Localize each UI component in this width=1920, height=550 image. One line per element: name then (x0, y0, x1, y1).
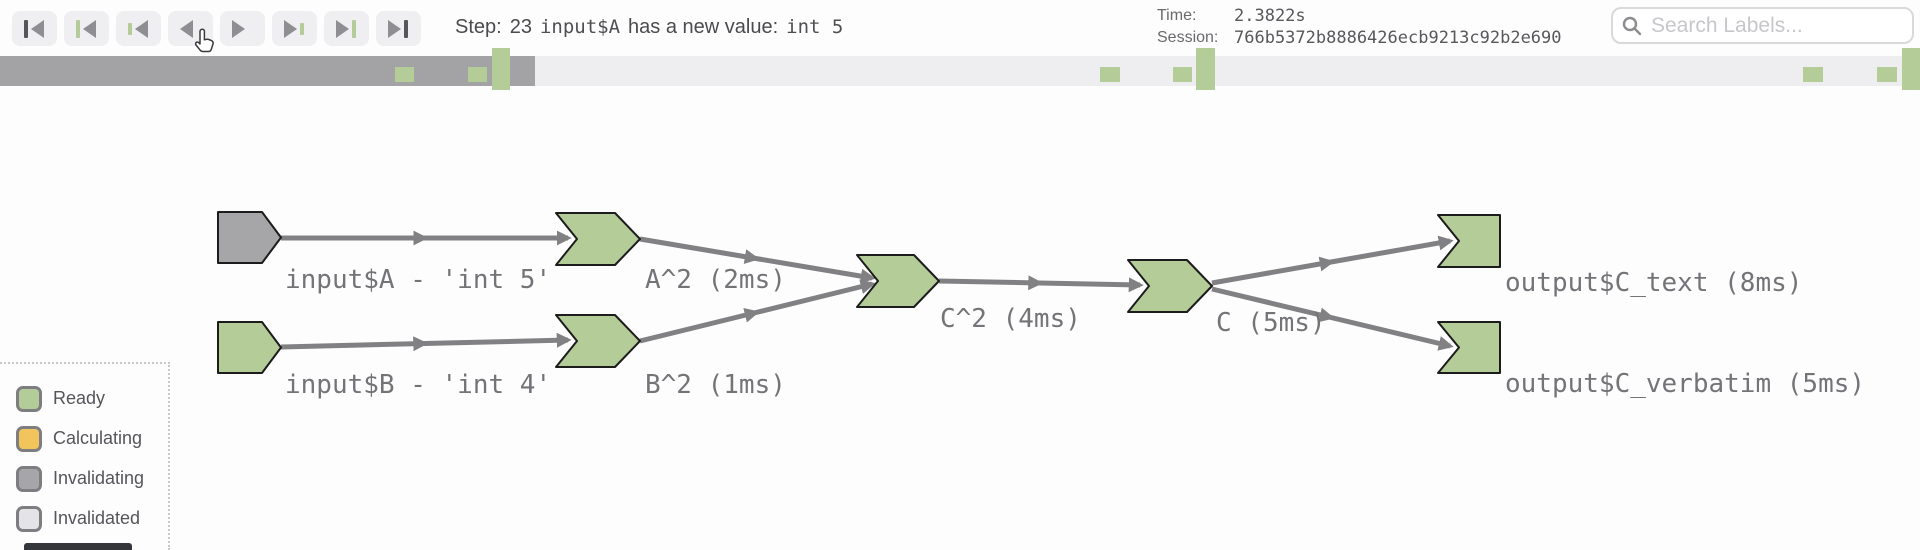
step-target: input$A (539, 16, 621, 38)
node-label-C: C (5ms) (1216, 308, 1326, 338)
edge-C-to-C-text (1211, 235, 1454, 286)
next-session-button[interactable] (324, 11, 369, 46)
node-label-output-C-text: output$C_text (8ms) (1505, 268, 1802, 298)
step-back-icon (179, 19, 193, 38)
node-output-C-verbatim[interactable] (1437, 321, 1501, 374)
next-mark-button[interactable] (272, 11, 317, 46)
previous-mark-icon (127, 19, 148, 38)
node-C[interactable] (1127, 259, 1213, 313)
timeline-mark (1803, 67, 1823, 82)
edge-inputB-to-B2 (280, 332, 572, 352)
step-number: 23 (509, 15, 532, 38)
legend-label: Ready (53, 388, 106, 408)
node-label-input-A: input$A - 'int 5' (285, 265, 551, 295)
search-labels-box (1611, 7, 1914, 44)
browser-status-bar (24, 543, 132, 550)
legend-label: Calculating (53, 428, 143, 448)
timeline-mark (1877, 67, 1897, 82)
time-value: 2.3822s (1234, 6, 1306, 26)
step-status: Step: 23 input$A has a new value: int 5 (455, 0, 843, 54)
legend-item-calculating: Calculating (16, 425, 142, 452)
node-input-B[interactable] (217, 321, 282, 374)
node-output-C-text[interactable] (1437, 214, 1501, 268)
timeline-mark (395, 67, 414, 82)
legend-label: Invalidated (53, 508, 141, 528)
jump-to-end-icon (387, 19, 408, 38)
time-label: Time: (1157, 7, 1197, 24)
node-B2[interactable] (555, 314, 641, 368)
legend-label: Invalidating (53, 468, 145, 488)
search-icon (1622, 16, 1642, 35)
jump-to-end-button[interactable] (376, 11, 421, 46)
legend-item-invalidated: Invalidated (16, 505, 140, 532)
edge-C2-to-C (938, 275, 1144, 293)
session-value: 766b5372b8886426ecb9213c92b2e690 (1234, 28, 1562, 48)
step-forward-icon (231, 19, 245, 38)
node-label-B2: B^2 (1ms) (645, 370, 786, 400)
legend-item-ready: Ready (16, 385, 105, 412)
playback-toolbar (12, 11, 421, 46)
previous-session-icon (75, 19, 96, 38)
legend-item-invalidating: Invalidating (16, 465, 144, 492)
legend-swatch-invalidating (16, 465, 42, 492)
timeline-mark (492, 48, 510, 90)
jump-to-beginning-button[interactable] (12, 11, 57, 46)
search-input[interactable] (1649, 12, 1904, 39)
timeline-mark (468, 67, 487, 82)
skip-to-start-icon (23, 19, 44, 38)
next-mark-icon (283, 19, 304, 38)
previous-session-button[interactable] (64, 11, 109, 46)
edge-C-to-C-verbatim (1211, 286, 1454, 351)
edge-A2-to-C2 (639, 236, 876, 284)
edge-B2-to-C2 (639, 279, 876, 344)
timeline-mark (1173, 67, 1192, 82)
node-label-input-B: input$B - 'int 4' (285, 370, 551, 400)
step-value: int 5 (786, 16, 844, 38)
node-label-A2: A^2 (2ms) (645, 265, 786, 295)
timeline-mark (1902, 48, 1920, 90)
timeline-progress (0, 56, 535, 86)
step-label: Step: (455, 15, 502, 38)
node-input-A[interactable] (217, 211, 282, 264)
legend-swatch-invalidated (16, 505, 42, 532)
node-C2[interactable] (856, 254, 940, 308)
step-forward-button[interactable] (220, 11, 265, 46)
legend-swatch-calculating (16, 425, 42, 452)
node-label-C2: C^2 (4ms) (940, 304, 1081, 334)
step-message: has a new value: (628, 15, 779, 38)
legend-swatch-ready (16, 385, 42, 412)
timeline-mark (1100, 67, 1120, 82)
node-label-output-C-verbatim: output$C_verbatim (5ms) (1505, 369, 1865, 399)
timeline-track[interactable] (0, 48, 1920, 90)
node-A2[interactable] (555, 212, 641, 266)
next-session-icon (335, 19, 356, 38)
session-label: Session: (1157, 29, 1219, 46)
previous-mark-button[interactable] (116, 11, 161, 46)
timeline-mark (1196, 48, 1215, 90)
session-info: Time: 2.3822s Session: 766b5372b8886426e… (1157, 5, 1562, 49)
